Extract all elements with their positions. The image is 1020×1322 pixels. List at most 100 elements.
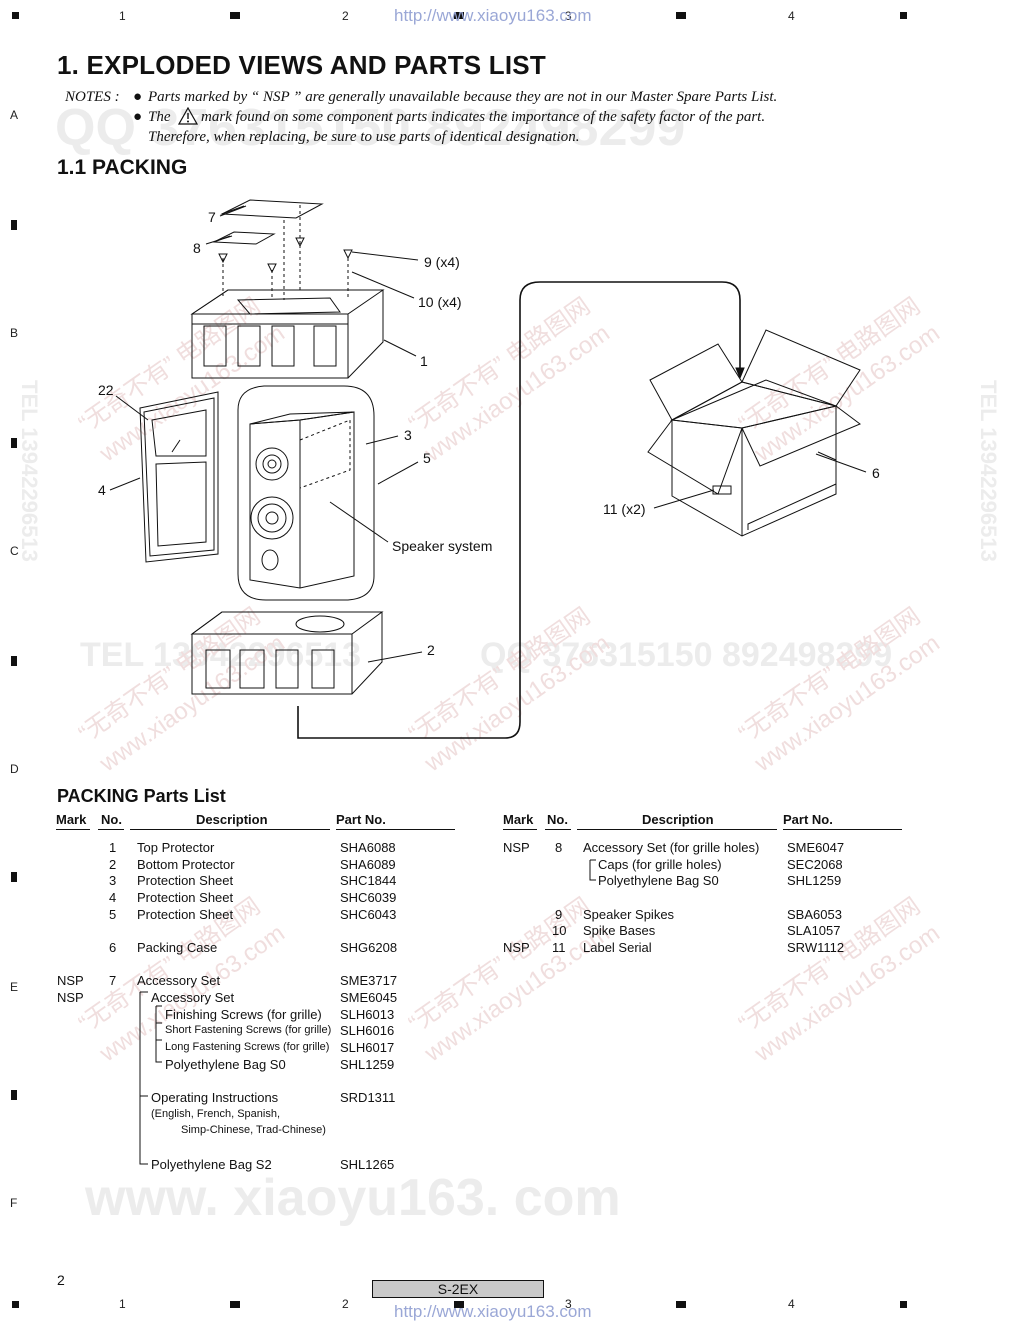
table-row-desc: Bottom Protector [137, 857, 235, 872]
side-letter-b: B [10, 326, 19, 340]
notes-label: NOTES : [65, 89, 120, 105]
header-part-no: Part No. [783, 812, 833, 827]
side-letter-c: C [10, 544, 19, 558]
callout-10: 10 (x4) [418, 294, 462, 310]
page-number: 2 [57, 1272, 65, 1288]
table-row-part: SME6047 [787, 840, 845, 855]
table-row-note: (English, French, Spanish, [151, 1108, 281, 1120]
callout-1: 1 [420, 353, 428, 369]
header-part-no: Part No. [336, 812, 386, 827]
table-row-no: 5 [109, 907, 117, 922]
table-row-no: 9 [555, 907, 563, 922]
watermark-qq-mid: QQ 376315150 892498299 [480, 636, 893, 674]
table-row-desc: Accessory Set (for grille holes) [583, 840, 760, 855]
table-row-note: Simp-Chinese, Trad-Chinese) [181, 1124, 326, 1136]
table-row-part: SME3717 [340, 973, 398, 988]
table-row-desc: Polyethylene Bag S0 [598, 873, 719, 888]
tree-lines-item-8 [589, 859, 596, 881]
table-row-no: 7 [109, 973, 117, 988]
top-protector-1 [190, 289, 385, 379]
watermark-site-bottom: www. xiaoyu163. com [85, 1169, 621, 1227]
header-rule [503, 829, 537, 830]
table-row-no: 10 [552, 923, 567, 938]
table-row-mark: NSP [57, 973, 84, 988]
table-row-desc: Accessory Set [151, 990, 235, 1005]
table-row-desc: Speaker Spikes [583, 907, 675, 922]
table-row-part: SRW1112 [787, 940, 845, 955]
callout-3: 3 [404, 427, 412, 443]
table-row-no: 4 [109, 890, 117, 905]
table-row-no: 11 [552, 940, 566, 955]
notes-bullet-1: ● [133, 89, 143, 105]
notes-bullet-2: ● [133, 109, 143, 125]
grid-mark [454, 1301, 464, 1308]
accessory-sheet-8 [212, 231, 276, 245]
notes-line-3: Therefore, when replacing, be sure to us… [148, 129, 580, 145]
speaker-cabinet [249, 411, 355, 589]
warning-triangle-icon [178, 107, 198, 125]
header-no: No. [547, 812, 568, 827]
callout-5: 5 [423, 450, 431, 466]
header-rule [783, 829, 902, 830]
table-row-part: SEC2068 [787, 857, 843, 872]
table-row-no: 6 [109, 940, 117, 955]
side-letter-e: E [10, 980, 19, 994]
section-title-packing: 1.1 PACKING [57, 156, 188, 179]
table-row-desc: Top Protector [137, 840, 215, 855]
header-rule [130, 829, 330, 830]
table-row-part: SHL1259 [340, 1057, 395, 1072]
grid-mark [12, 1301, 19, 1308]
side-mark [11, 656, 17, 666]
grid-mark [900, 12, 907, 19]
header-rule [98, 829, 124, 830]
table-row-part: SLH6016 [340, 1023, 395, 1038]
grid-number-4: 4 [788, 1297, 795, 1311]
table-row-no: 8 [555, 840, 563, 855]
footer-url[interactable]: http://www.xiaoyu163.com [394, 1302, 592, 1321]
table-row-desc: Accessory Set [137, 973, 221, 988]
callout-2: 2 [427, 642, 435, 658]
grid-number-1: 1 [119, 9, 126, 23]
grid-mark [12, 12, 19, 19]
watermark-tel-mid: TEL 13942296513 [80, 636, 362, 674]
side-letter-f: F [10, 1196, 18, 1210]
header-mark: Mark [503, 812, 534, 827]
table-row-part: SBA6053 [787, 907, 842, 922]
model-label: S-2EX [372, 1280, 544, 1298]
table-row-desc: Polyethylene Bag S0 [165, 1057, 286, 1072]
callout-4: 4 [98, 482, 106, 498]
callout-11: 11 (x2) [603, 501, 646, 517]
grid-mark [230, 1301, 240, 1308]
header-rule [545, 829, 571, 830]
watermark-tel-left: TEL 13942296513 [17, 380, 42, 562]
grid-number-3: 3 [565, 1297, 572, 1311]
table-row-desc: Finishing Screws (for grille) [165, 1007, 322, 1022]
table-row-mark: NSP [57, 990, 84, 1005]
callout-6: 6 [872, 465, 880, 481]
grid-mark [230, 12, 240, 19]
table-row-part: SRD1311 [340, 1090, 396, 1105]
speaker-spikes [218, 237, 353, 274]
callout-7: 7 [208, 209, 216, 225]
side-letter-a: A [10, 108, 19, 122]
table-row-desc: Packing Case [137, 940, 218, 955]
table-row-no: 3 [109, 873, 117, 888]
header-no: No. [101, 812, 122, 827]
header-rule [336, 829, 455, 830]
grid-number-1: 1 [119, 1297, 126, 1311]
table-row-part: SHA6088 [340, 840, 396, 855]
packing-exploded-diagram [109, 199, 867, 739]
table-row-mark: NSP [503, 840, 530, 855]
header-description: Description [196, 812, 268, 827]
side-mark [11, 438, 17, 448]
table-row-no: 1 [109, 840, 117, 855]
page-title: 1. EXPLODED VIEWS AND PARTS LIST [57, 50, 546, 80]
table-row-part: SHC1844 [340, 873, 397, 888]
packing-case-6 [647, 329, 861, 537]
notes-line-2-pre: The [148, 109, 171, 125]
header-url[interactable]: http://www.xiaoyu163.com [394, 6, 592, 25]
bottom-protector-2 [190, 611, 384, 695]
table-row-part: SHC6043 [340, 907, 397, 922]
table-row-part: SLH6017 [340, 1040, 395, 1055]
grid-number-4: 4 [788, 9, 795, 23]
